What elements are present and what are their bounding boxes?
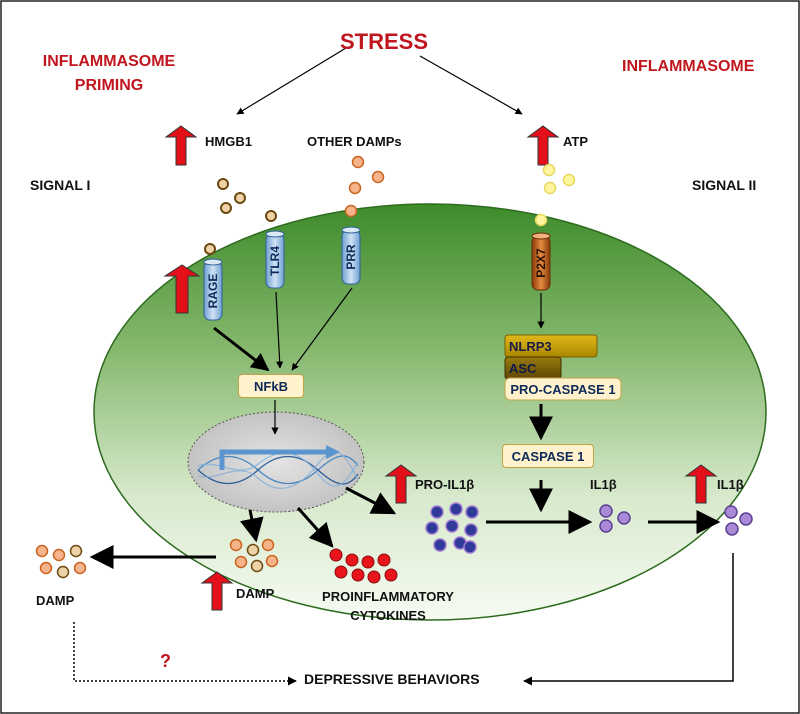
il1b-to-depression-arrow	[523, 553, 734, 686]
stress-arrow-left	[236, 47, 347, 115]
damp-outer-molecules	[35, 544, 87, 579]
pro-il1b-molecules	[425, 502, 479, 554]
tlr4-to-nfkb-arrow	[275, 291, 284, 369]
p2x7-receptor	[531, 232, 551, 291]
asc-label: ASC	[509, 360, 537, 376]
prr-label: PRR	[344, 244, 358, 270]
priming-header-line1: INFLAMMASOME	[42, 53, 176, 70]
priming-header-line2: PRIMING	[74, 77, 144, 94]
il1b-outer-label: IL1β	[717, 477, 744, 492]
other-damps-label: OTHER DAMPs	[307, 134, 402, 149]
damp-inner-molecules	[229, 538, 279, 573]
nucleus-to-proil1b-arrow	[345, 486, 397, 515]
il1b-outer-molecules	[724, 505, 753, 536]
damp-inner-label: DAMP	[236, 586, 275, 601]
transcription-arrow-head	[326, 445, 340, 459]
nfkb-box: NFkB	[238, 374, 304, 398]
red-up-arrows	[163, 125, 718, 611]
hmgb1-up-arrow	[164, 125, 198, 166]
hmgb1-label: HMGB1	[205, 134, 252, 149]
cytokines-line1: PROINFLAMMATORY	[322, 589, 454, 604]
rage-up-arrow	[163, 264, 201, 314]
damp-outer-label: DAMP	[36, 593, 75, 608]
pro-caspase-label: PRO-CASPASE 1	[510, 381, 616, 397]
question-mark: ?	[160, 651, 171, 671]
atp-label: ATP	[563, 134, 589, 149]
prr-receptor	[341, 226, 361, 285]
signal-i-label: SIGNAL I	[30, 177, 91, 193]
nlrp3-label: NLRP3	[509, 338, 552, 354]
signal-ii-label: SIGNAL II	[692, 177, 757, 193]
atp-up-arrow	[526, 125, 560, 166]
hmgb1-molecules	[204, 178, 277, 255]
tlr4-receptor	[265, 230, 285, 289]
depressive-behaviors-label: DEPRESSIVE BEHAVIORS	[304, 671, 480, 687]
cytokine-molecules	[329, 548, 398, 584]
p2x7-label: P2X7	[534, 248, 548, 278]
proinflammatory-cytokines-label: PROINFLAMMATORY CYTOKINES	[318, 587, 458, 625]
pro-il1b-label: PRO-IL1β	[415, 477, 475, 492]
il1b-up-arrow	[684, 464, 718, 504]
cytokines-line2: CYTOKINES	[350, 608, 426, 623]
rage-label: RAGE	[206, 273, 220, 309]
il1b-inner-label: IL1β	[590, 477, 617, 492]
inflammasome-header: INFLAMMASOME	[622, 58, 755, 75]
nucleus-to-damp-arrow	[239, 509, 264, 543]
atp-molecules	[534, 163, 576, 227]
nucleus-to-cytokines-arrow	[296, 506, 334, 548]
caspase-box: CASPASE 1	[502, 444, 594, 468]
stress-arrow-right	[419, 55, 523, 115]
transcription-arrow	[219, 449, 328, 470]
damp-up-arrow	[200, 571, 234, 611]
inflammasome-priming-header: INFLAMMASOME PRIMING	[34, 50, 184, 98]
other-damp-molecules	[344, 155, 385, 218]
il1b-inner-molecules	[599, 504, 631, 533]
tlr4-label: TLR4	[268, 246, 282, 276]
prr-to-nfkb-arrow	[291, 287, 353, 371]
nucleus	[187, 411, 365, 513]
rage-to-nfkb-arrow	[213, 326, 270, 372]
stress-title: STRESS	[340, 29, 429, 54]
cell-body	[93, 203, 767, 621]
pro-caspase-shape	[504, 377, 622, 401]
rage-receptor	[203, 258, 223, 321]
